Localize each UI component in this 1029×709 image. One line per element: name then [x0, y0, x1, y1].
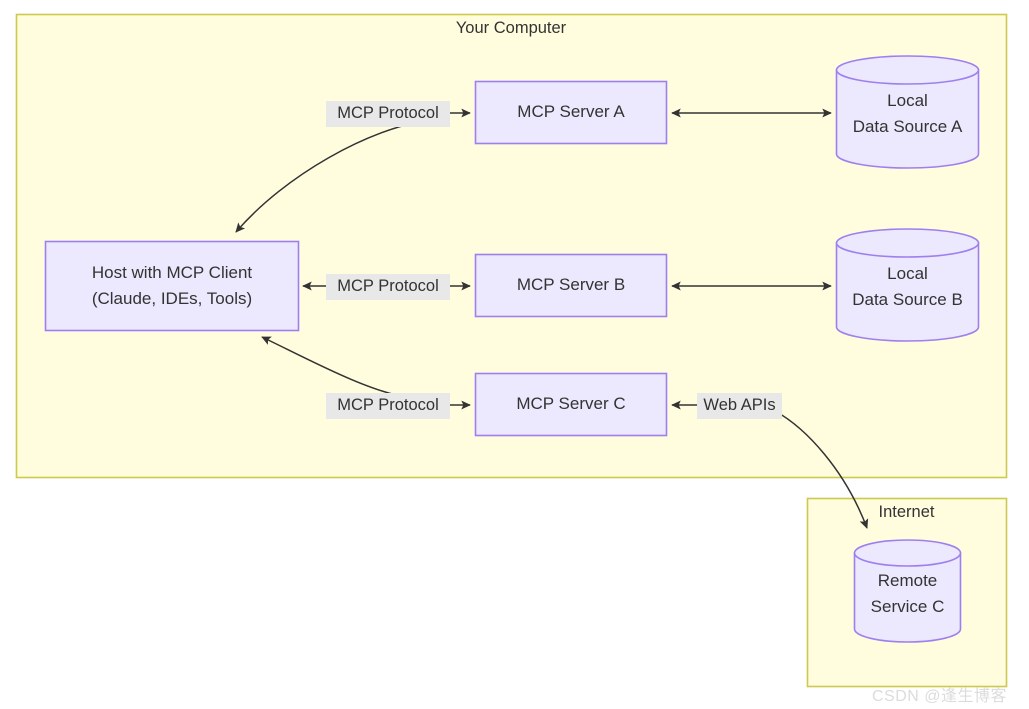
- edge-label-host-server-a-text: MCP Protocol: [337, 104, 439, 122]
- node-label-remote-service-c-line2: Service C: [870, 597, 945, 616]
- edge-label-host-server-c[interactable]: MCP Protocol: [326, 393, 450, 419]
- node-label-data-source-a-line1: Local: [887, 90, 928, 110]
- node-label-server-c-line1: MCP Server C: [516, 394, 626, 414]
- node-label-data-source-b-line2: Data Source B: [852, 290, 963, 309]
- edge-label-host-server-b-text: MCP Protocol: [337, 277, 439, 295]
- edge-label-host-server-c-text: MCP Protocol: [337, 396, 439, 414]
- node-label-server-b[interactable]: MCP Server B: [475, 254, 667, 317]
- edge-label-host-server-b[interactable]: MCP Protocol: [326, 274, 450, 300]
- group-title-internet-label: Internet: [878, 503, 935, 521]
- node-label-server-c[interactable]: MCP Server C: [475, 373, 667, 436]
- node-label-host[interactable]: Host with MCP Client (Claude, IDEs, Tool…: [45, 241, 299, 331]
- node-label-remote-service-c[interactable]: Remote Service C: [854, 556, 961, 632]
- edge-label-server-c-web-apis[interactable]: Web APIs: [697, 393, 782, 419]
- node-label-host-line1: Host with MCP Client: [91, 262, 253, 282]
- node-label-server-a[interactable]: MCP Server A: [475, 81, 667, 144]
- edge-server-c-to-host: [261, 336, 413, 399]
- node-label-server-b-line1: MCP Server B: [516, 275, 626, 295]
- group-title-your-computer: Your Computer: [16, 19, 1006, 38]
- node-label-host-line2: (Claude, IDEs, Tools): [91, 289, 253, 308]
- node-label-data-source-b-line1: Local: [887, 263, 928, 283]
- group-title-internet: Internet: [807, 503, 1006, 522]
- node-label-data-source-a[interactable]: Local Data Source A: [836, 72, 979, 156]
- node-label-data-source-b[interactable]: Local Data Source B: [836, 245, 979, 329]
- edge-server-a-to-host: [235, 119, 431, 233]
- watermark: CSDN @逢生博客: [872, 682, 1007, 706]
- edge-label-host-server-a[interactable]: MCP Protocol: [326, 101, 450, 127]
- node-label-data-source-a-line2: Data Source A: [852, 117, 963, 136]
- node-label-remote-service-c-line1: Remote: [877, 570, 938, 590]
- group-title-your-computer-label: Your Computer: [455, 19, 567, 37]
- edge-label-server-c-web-apis-text: Web APIs: [703, 396, 776, 414]
- watermark-text: CSDN @逢生博客: [872, 688, 1008, 705]
- node-label-server-a-line1: MCP Server A: [517, 102, 625, 122]
